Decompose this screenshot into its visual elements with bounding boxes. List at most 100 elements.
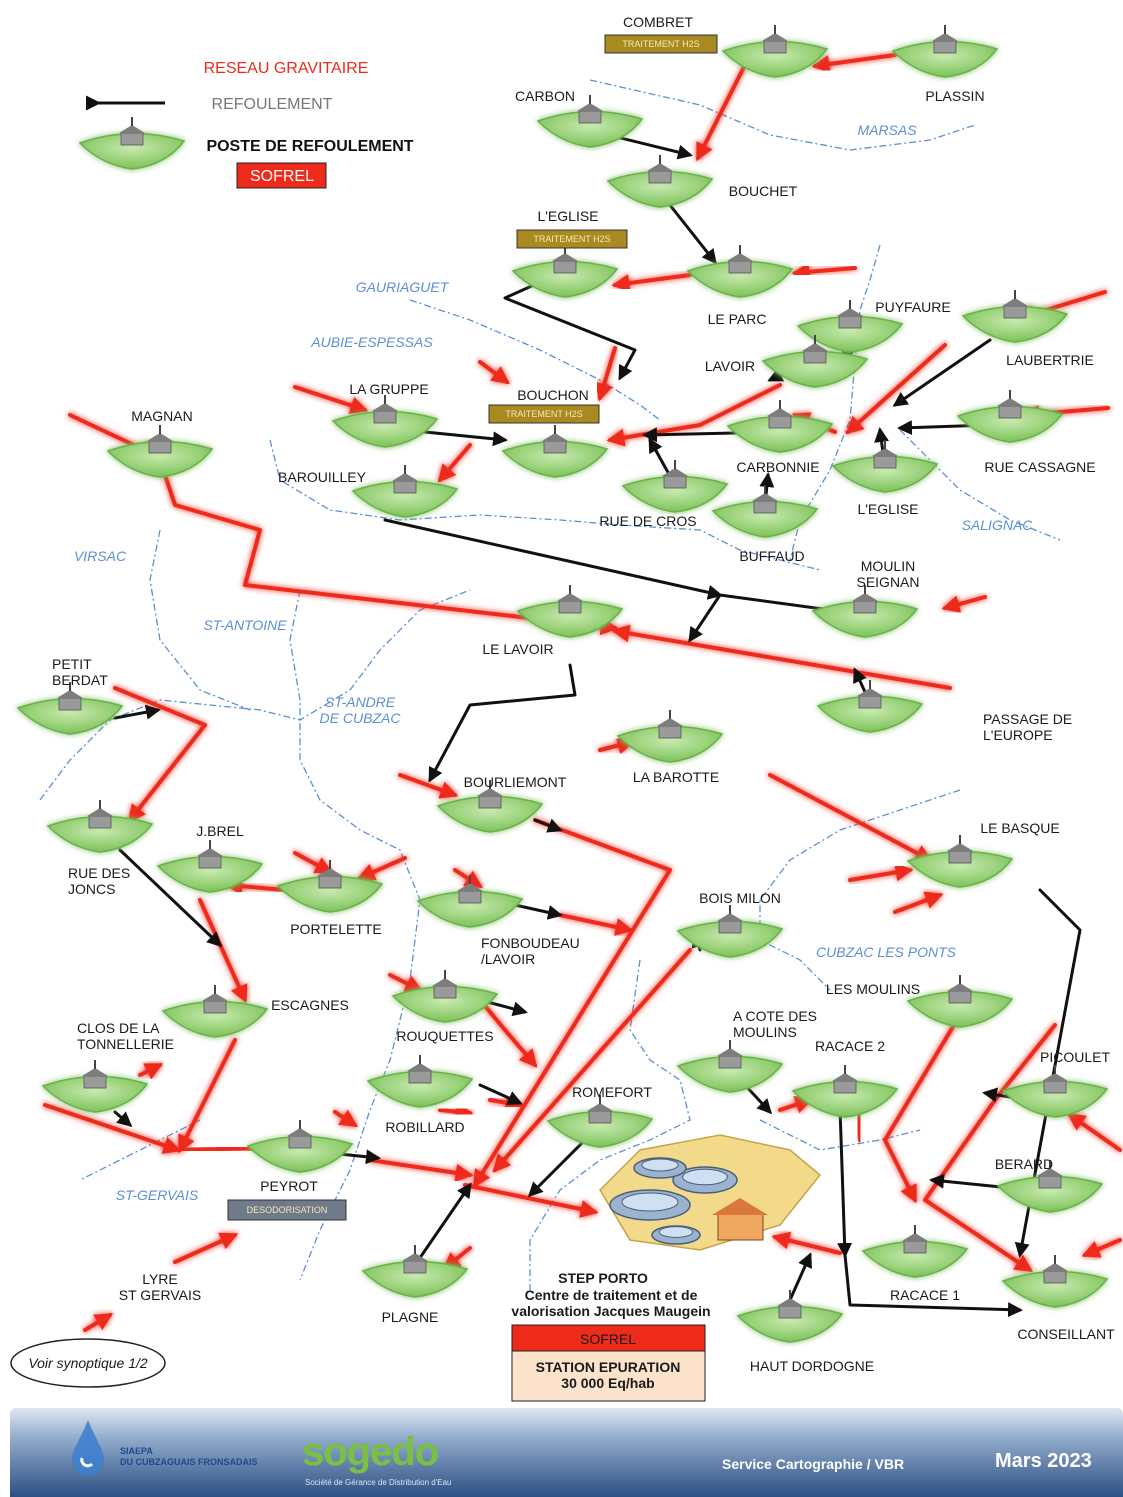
zone-label: CUBZAC LES PONTS [816, 944, 957, 960]
pumping-station-icon [361, 1245, 469, 1298]
gravity-line [178, 1038, 237, 1154]
zone-boundary [759, 789, 961, 991]
station-label: BOUCHET [729, 183, 798, 199]
treatment-tag-label: TRAITEMENT H2S [505, 409, 582, 419]
pumping-station-icon [961, 290, 1069, 343]
station-label: FONBOUDEAU/LAVOIR [481, 935, 580, 967]
zone-boundary [79, 1119, 201, 1181]
pumping-station-icon [816, 680, 924, 733]
gravity-line [198, 898, 248, 1004]
legend-sofrel-label: SOFREL [250, 168, 314, 185]
legend-gravity-label: RESEAU GRAVITAIRE [204, 60, 369, 77]
treatment-tag: DESODORISATION [227, 1199, 347, 1221]
pumping-station-icon [831, 440, 939, 493]
station-label: BAROUILLEY [278, 469, 367, 485]
station-label: LES MOULINS [826, 981, 920, 997]
pumping-station-icon [511, 245, 619, 298]
gravity-line [293, 851, 334, 874]
treatment-tag: TRAITEMENT H2S [516, 229, 628, 249]
step-sofrel-badge [511, 1324, 706, 1352]
station-label: J.BREL [196, 823, 244, 839]
gravity-line [1067, 1112, 1122, 1152]
station-label: PICOULET [1040, 1049, 1110, 1065]
pumping-line [892, 338, 992, 407]
date-label: Mars 2023 [995, 1450, 1092, 1472]
gravity-line [893, 891, 944, 914]
zone-label: ST-ANTOINE [203, 617, 287, 633]
station-label: ESCAGNES [271, 997, 349, 1013]
legend-pumping-label: REFOULEMENT [212, 96, 333, 113]
station-label: PUYFAURE [875, 299, 950, 315]
pumping-station-icon [536, 95, 644, 148]
gravity-line [173, 1232, 239, 1264]
pumping-station-icon [436, 780, 544, 833]
gravity-line [478, 998, 538, 1068]
gravity-line [611, 273, 692, 293]
gravity-line [791, 262, 857, 281]
zone-label: VIRSAC [74, 548, 127, 564]
pumping-station-icon [606, 155, 714, 208]
step-sofrel-label: SOFREL [580, 1331, 636, 1347]
step-station-box [511, 1350, 706, 1402]
station-label: ROUQUETTES [396, 1028, 493, 1044]
station-label: LA GRUPPE [349, 381, 428, 397]
treatment-plant-illustration [599, 1134, 822, 1251]
water-drop-logo-icon [72, 1420, 104, 1476]
station-label: ROBILLARD [385, 1119, 464, 1135]
zone-boundary [269, 439, 821, 571]
zone-boundary [759, 1119, 921, 1151]
station-label: CONSEILLANT [1017, 1326, 1115, 1342]
pumping-station-icon [78, 117, 186, 170]
station-label: L'EGLISE [537, 208, 598, 224]
gravity-line [845, 343, 947, 435]
pumping-station-icon [161, 985, 269, 1038]
zone-boundary [409, 299, 661, 421]
station-label: RUE CASSAGNE [984, 459, 1095, 475]
pumping-line [527, 1133, 592, 1198]
gravity-line [333, 1109, 359, 1127]
pumping-station-icon [351, 465, 459, 518]
zone-label: SALIGNAC [962, 517, 1034, 533]
pumping-station-icon [156, 840, 264, 893]
station-label: PORTELETTE [290, 921, 382, 937]
pumping-station-icon [246, 1120, 354, 1173]
legend-sofrel-badge [236, 162, 327, 189]
pumping-station-icon [1001, 1065, 1109, 1118]
voir-synoptique-label: Voir synoptique 1/2 [28, 1355, 148, 1371]
pumping-station-icon [736, 1290, 844, 1343]
voir-synoptique-link[interactable] [10, 1338, 166, 1388]
pumping-station-icon [891, 25, 999, 78]
zone-boundary [289, 589, 421, 1281]
gravity-line [771, 1231, 842, 1255]
station-label: LE LAVOIR [482, 641, 553, 657]
pumping-station-icon [796, 300, 904, 353]
pumping-station-icon [791, 1065, 899, 1118]
station-label: CARBONNIE [736, 459, 819, 475]
pumping-line [513, 903, 563, 920]
pumping-line [118, 848, 223, 948]
pumping-line [1014, 888, 1082, 1258]
pumping-line [113, 1110, 133, 1127]
station-label: BOURLIEMONT [464, 774, 567, 790]
gravity-line [473, 818, 672, 1189]
gravity-line [113, 686, 207, 823]
pumping-station-icon [106, 425, 214, 478]
sogedo-logo: sogedo [302, 1430, 439, 1474]
pumping-line [688, 593, 847, 643]
pumping-station-icon [331, 395, 439, 448]
pumping-station-icon [516, 585, 624, 638]
pumping-station-icon [546, 1095, 654, 1148]
pumping-station-icon [616, 710, 724, 763]
pumping-station-icon [41, 1060, 149, 1113]
station-label: LE BASQUE [980, 820, 1059, 836]
gravity-line [43, 1103, 182, 1154]
gravity-line [558, 913, 634, 936]
station-label: BUFFAUD [739, 548, 804, 564]
treatment-tag-label: TRAITEMENT H2S [622, 39, 699, 49]
station-label: HAUT DORDOGNE [750, 1358, 874, 1374]
pumping-station-icon [501, 425, 609, 478]
